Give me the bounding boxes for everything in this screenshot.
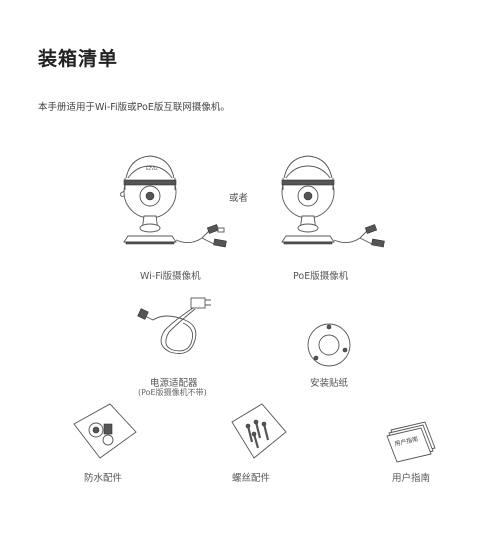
power-adapter-illustration (137, 297, 211, 354)
waterproof-kit-label: 防水配件 (84, 473, 123, 484)
poe-camera-label: PoE版摄像机 (293, 271, 349, 282)
intro-text: 本手册适用于Wi-Fi版或PoE版互联网摄像机。 (38, 102, 230, 113)
wifi-camera-label: Wi-Fi版摄像机 (140, 271, 201, 282)
user-guide-label: 用户指南 (392, 473, 431, 484)
waterproof-kit-illustration (73, 403, 137, 459)
screw-kit-label: 螺丝配件 (232, 473, 271, 484)
power-adapter-note: (PoE版摄像机不带) (138, 388, 207, 397)
user-guide-illustration: 用户指南 (386, 421, 436, 463)
screw-kit-illustration (231, 403, 287, 459)
mounting-sticker-illustration (307, 323, 351, 367)
or-label: 或者 (229, 193, 249, 204)
mounting-sticker-label: 安装贴纸 (310, 378, 349, 389)
power-adapter-label: 电源适配器 (150, 378, 198, 389)
wifi-camera-illustration: EZVIZ (119, 155, 227, 248)
page-title: 装箱清单 (38, 48, 119, 70)
camera-brand-text: EZVIZ (146, 166, 158, 171)
poe-camera-illustration (281, 155, 385, 248)
